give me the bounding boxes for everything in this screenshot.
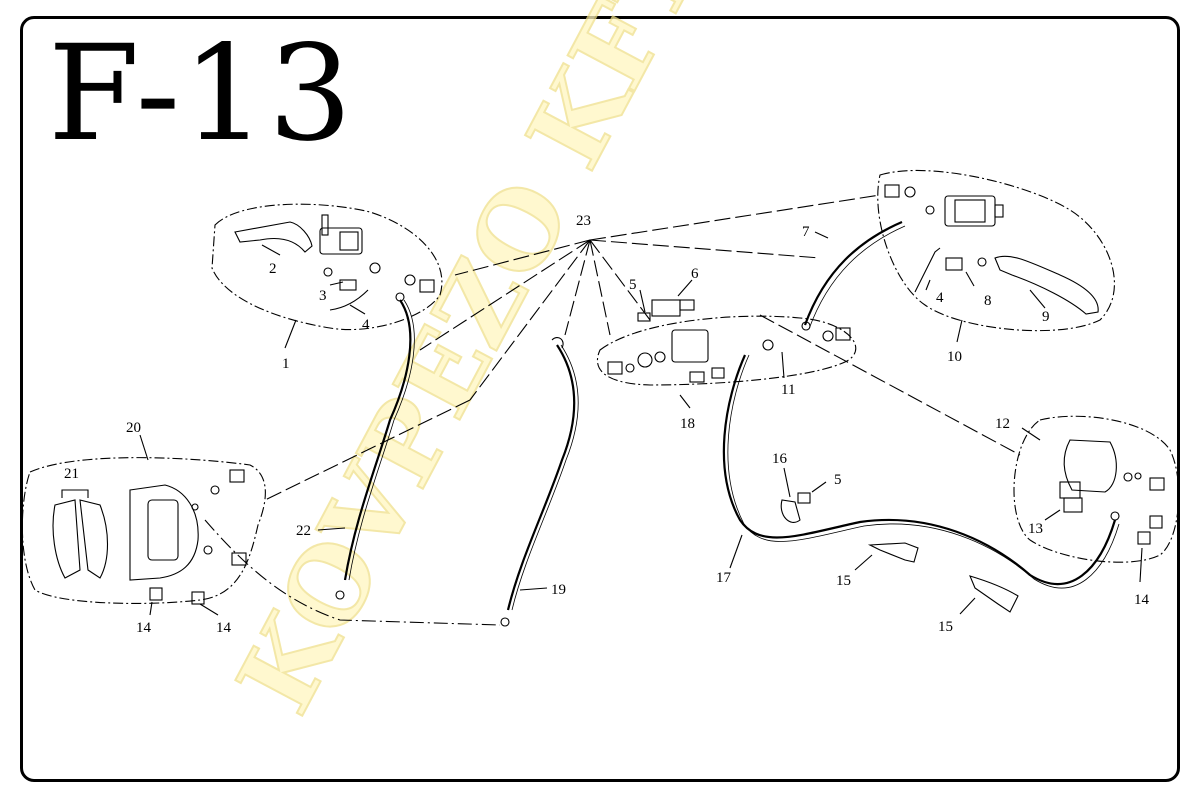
callout-8: 8 xyxy=(984,293,992,309)
group-outline-left-master-cylinder xyxy=(211,203,443,331)
callout-2: 2 xyxy=(269,261,277,277)
brake-lever-right xyxy=(994,255,1099,315)
callout-14-front-b: 14 xyxy=(216,620,232,636)
callout-16: 16 xyxy=(772,451,788,467)
callout-13: 13 xyxy=(1028,521,1043,537)
leader-lines-23 xyxy=(264,194,1021,501)
hose-clip-16 xyxy=(780,499,801,523)
callout-17: 17 xyxy=(716,570,732,586)
brake-hose-22 xyxy=(343,299,412,581)
callout-23: 23 xyxy=(576,213,591,229)
callout-9: 9 xyxy=(1042,309,1050,325)
callout-15-lower: 15 xyxy=(938,619,953,635)
callout-4-right: 4 xyxy=(936,290,944,306)
brake-pad-left xyxy=(52,499,81,579)
master-cylinder-center xyxy=(671,329,709,363)
callout-11: 11 xyxy=(781,382,795,398)
callout-5-center: 5 xyxy=(629,277,637,293)
callout-14-rear: 14 xyxy=(1134,592,1150,608)
callout-4-left: 4 xyxy=(362,317,370,333)
diagram-frame xyxy=(20,16,1180,782)
group-outline-center-cylinder xyxy=(596,315,857,386)
callout-22: 22 xyxy=(296,523,311,539)
brake-lever-left xyxy=(234,221,313,253)
group-outline-right-master-cylinder xyxy=(877,169,1115,332)
callout-18: 18 xyxy=(680,416,695,432)
master-cylinder-left xyxy=(319,227,363,255)
callout-1: 1 xyxy=(282,356,290,372)
figure-title: F-13 xyxy=(48,17,355,171)
callout-3: 3 xyxy=(319,288,327,304)
callout-12: 12 xyxy=(995,416,1010,432)
callout-14-front-a: 14 xyxy=(136,620,152,636)
brake-pad-right xyxy=(79,499,108,579)
callout-6: 6 xyxy=(691,266,699,282)
callout-labels: 23 1 2 3 4 4 5 5 6 7 8 9 10 11 12 13 14 … xyxy=(64,213,1150,636)
hose-clamp-bracket-lower xyxy=(969,575,1019,613)
callout-10: 10 xyxy=(947,349,962,365)
front-brake-caliper xyxy=(129,484,199,581)
callout-7: 7 xyxy=(802,224,810,240)
callout-15-upper: 15 xyxy=(836,573,851,589)
group-outline-rear-caliper xyxy=(1013,415,1180,563)
callout-20: 20 xyxy=(126,420,141,436)
brake-hose-17 xyxy=(722,354,1117,586)
callout-21: 21 xyxy=(64,466,79,482)
watermark-text: KOVPEZO KFT. xyxy=(213,0,736,732)
rear-brake-caliper xyxy=(1063,439,1117,493)
brake-hose-7 xyxy=(803,220,903,326)
hose-clamp-bracket-upper xyxy=(867,542,919,563)
callout-19: 19 xyxy=(551,582,566,598)
brake-hose-19 xyxy=(506,344,576,611)
group-outline-front-caliper xyxy=(21,457,266,604)
callout-5-clip: 5 xyxy=(834,472,842,488)
